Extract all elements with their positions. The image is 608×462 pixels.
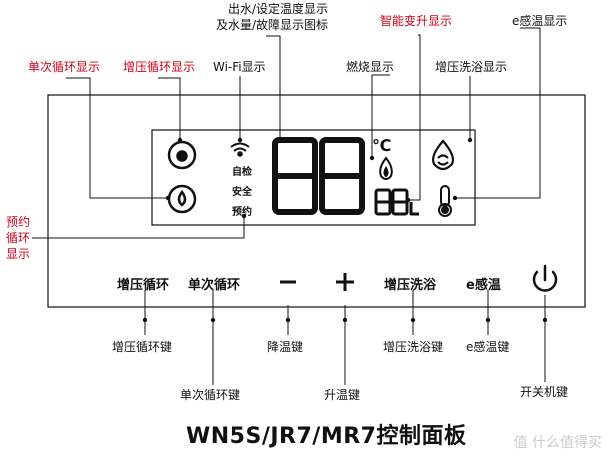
temp-up-key-label: 升温键: [324, 388, 361, 402]
thermometer-icon: [438, 185, 452, 217]
wifi-icon: [230, 142, 250, 157]
boost-cycle-button[interactable]: 增压循环: [117, 278, 170, 293]
safety-text: 安全: [232, 187, 252, 198]
smart-rise-label: 智能变升显示: [380, 14, 453, 28]
boost-cycle-display-label: 增压循环显示: [123, 60, 196, 74]
boost-cycle-icon: [167, 140, 197, 170]
big-digit-1: [272, 137, 318, 215]
reserve-cycle-display-label: 预约循环显示: [6, 215, 31, 261]
power-key-label: 开关机键: [520, 385, 569, 399]
boost-bath-button[interactable]: 增压洗浴: [384, 278, 437, 293]
panel-outline: [47, 94, 586, 308]
small-digits: [374, 188, 419, 216]
single-cycle-icon: [167, 184, 197, 214]
panel-title: WN5S/JR7/MR7控制面板: [186, 424, 467, 449]
celsius-text: ℃: [372, 136, 392, 155]
single-cycle-button[interactable]: 单次循环: [188, 278, 241, 293]
flame-icon: [379, 156, 393, 180]
water-display-label: 出水/设定温度显示: [228, 2, 329, 16]
power-icon: [532, 264, 558, 292]
e-temp-button[interactable]: e感温: [466, 278, 501, 293]
leader-dots: [142, 137, 548, 323]
e-temp-display-label: e感温显示: [512, 14, 568, 28]
boost-bath-icon: [431, 139, 455, 171]
wifi-display-label: Wi-Fi显示: [213, 60, 266, 74]
burn-display-label: 燃烧显示: [346, 60, 395, 74]
plus-key-glyph: [336, 273, 354, 291]
boost-bath-display-label: 增压洗浴显示: [435, 60, 508, 74]
boost-cycle-key-label: 增压循环键: [112, 340, 173, 354]
single-cycle-display-label: 单次循环显示: [28, 60, 101, 74]
single-cycle-key-label: 单次循环键: [180, 388, 241, 402]
self-check-text: 自检: [232, 167, 252, 178]
boost-bath-key-label: 增压洗浴键: [383, 340, 444, 354]
temp-down-key-label: 降温键: [267, 340, 304, 354]
big-digit-2: [319, 137, 365, 215]
reserve-text: 预约: [232, 207, 252, 218]
leader-lines: [32, 27, 546, 385]
water-display-label-2: 及水量/故障显示图标: [216, 18, 329, 32]
watermark: 值 什么值得买: [513, 435, 602, 451]
e-temp-key-label: e感温键: [466, 340, 510, 354]
lcd-window: [151, 129, 476, 226]
